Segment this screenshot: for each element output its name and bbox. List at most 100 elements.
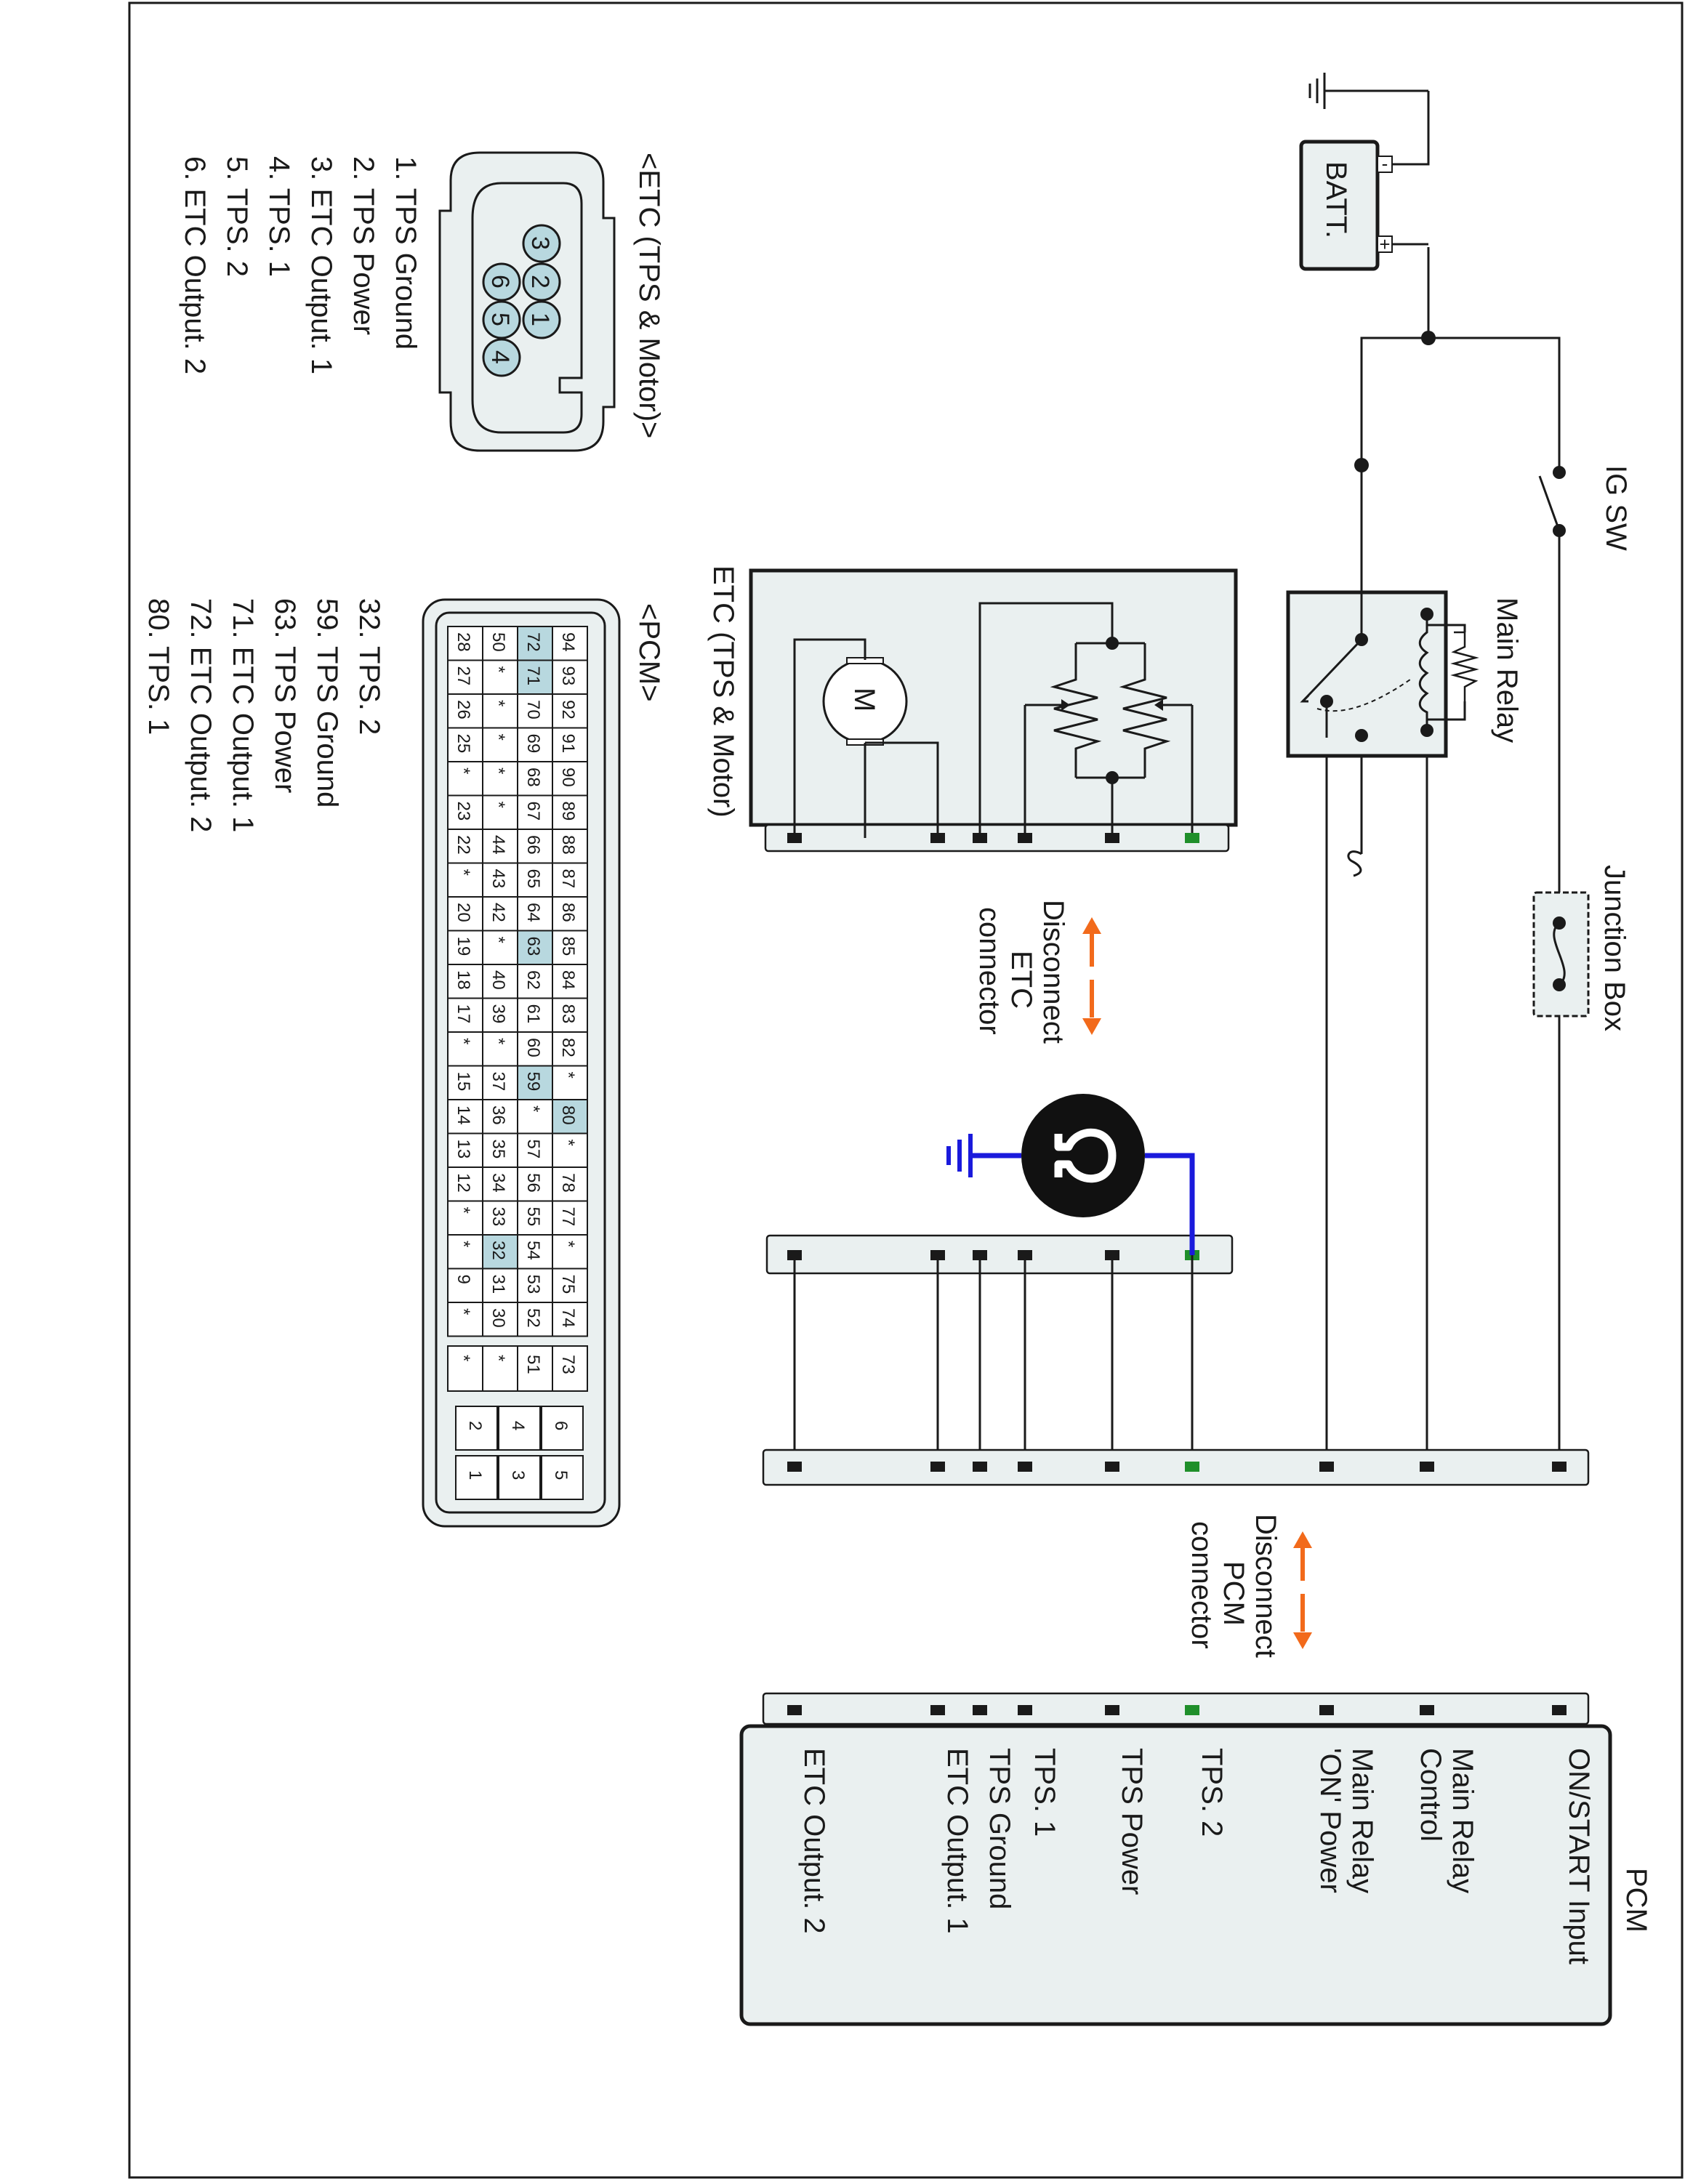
etc-cavity xyxy=(522,262,561,302)
pcm-connector-pin xyxy=(447,727,483,762)
pcm-pin xyxy=(1018,1705,1032,1715)
main-relay-label: Main Relay xyxy=(1491,597,1523,743)
etc-cavity-number: 4 xyxy=(486,350,514,364)
pcm-connector-pin-number: 19 xyxy=(454,937,473,956)
etc-legend-item: 2. TPS Power xyxy=(347,156,379,335)
etc-cavity-number: 1 xyxy=(526,313,554,326)
main-relay: Main Relay xyxy=(1286,465,1523,758)
pcm-connector-pin-number: 75 xyxy=(558,1275,578,1294)
pcm-connector-pin-number: 34 xyxy=(488,1173,508,1193)
page-frame xyxy=(128,1,1684,2179)
pcm-connector-pin-number: 53 xyxy=(523,1275,543,1294)
pcm-connector-pin-number: 13 xyxy=(454,1140,473,1159)
pcm-connector-pin-number: 43 xyxy=(488,869,508,889)
motor-label: M xyxy=(848,688,880,712)
pcm-terminal-label: 'ON' Power xyxy=(1314,1748,1346,1893)
pcm-connector-pin-number: 54 xyxy=(523,1241,543,1260)
etc-cavity-number: 3 xyxy=(526,236,554,250)
pcm-connector-pin xyxy=(447,1166,483,1202)
pcm-pin xyxy=(973,1705,987,1715)
pcm-connector-pin-number: 68 xyxy=(523,767,543,787)
pcm-connector-pin-number: 63 xyxy=(523,937,543,956)
pcm-connector-pin-number: * xyxy=(558,1241,578,1247)
pcm-connector-pin xyxy=(447,997,483,1033)
etc-cavity xyxy=(482,262,521,302)
pcm-connector-pin-number: * xyxy=(488,802,508,808)
pcm-connector-pin-number: 65 xyxy=(523,869,543,889)
pcm-connector-pin-number: 84 xyxy=(558,970,578,990)
disconnect-pcm-line3: connector xyxy=(1186,1521,1218,1649)
pcm-connector-pin-number: 22 xyxy=(454,835,473,855)
pcm-connector-pin-number: 4 xyxy=(508,1421,528,1430)
etc-connector-title: <ETC (TPS & Motor)> xyxy=(633,153,665,438)
pcm-connector-pin-number: 42 xyxy=(488,903,508,922)
pcm-connector-pin-number: 15 xyxy=(454,1072,473,1092)
pcm-connector-pin-number: 91 xyxy=(558,734,578,754)
pcm-connector-pin-number: * xyxy=(454,1308,473,1315)
junction-box: Junction Box xyxy=(1532,865,1630,1031)
etc-cavity xyxy=(522,224,561,263)
pcm-connector-pin xyxy=(455,1406,498,1451)
pcm-terminal-label: Main Relay xyxy=(1346,1748,1378,1893)
pcm-pin xyxy=(1105,1705,1119,1715)
pcm-connector-pin xyxy=(517,1234,553,1270)
pcm-connector-pin xyxy=(482,1031,518,1067)
pcm-legend-item: 72. ETC Output. 2 xyxy=(185,598,217,832)
pcm-connector-pin-number: 61 xyxy=(523,1004,543,1024)
pcm-connector-pin-number: 39 xyxy=(488,1004,508,1024)
pcm-connector-pin xyxy=(498,1406,541,1451)
pcm-connector-pin-number: 36 xyxy=(488,1105,508,1125)
pcm-connector-pin xyxy=(447,829,483,864)
pcm-connector-pin-number: 86 xyxy=(558,903,578,922)
ig-sw-label: IG SW xyxy=(1600,465,1632,551)
pcm-connector-pin-number: 89 xyxy=(558,802,578,821)
chassis-ground-icon xyxy=(1308,73,1428,109)
etc-cavity-number: 2 xyxy=(526,275,554,289)
pcm-legend-item: 80. TPS. 1 xyxy=(142,598,174,735)
pcm-connector-pin-number: * xyxy=(488,767,508,774)
pcm-terminal-label: TPS. 2 xyxy=(1196,1748,1228,1837)
pcm-connector-pin-number: * xyxy=(454,1241,473,1247)
battery-label: BATT. xyxy=(1320,161,1352,238)
pcm-connector-pin xyxy=(482,659,518,695)
pcm-connector-pin xyxy=(552,1031,588,1067)
pcm-pin xyxy=(930,1705,945,1715)
pcm-connector-pin-number: 85 xyxy=(558,937,578,956)
pcm-connector-pin xyxy=(482,727,518,762)
pcm-connector-pin-number: * xyxy=(488,734,508,741)
ohmmeter xyxy=(946,1094,1195,1255)
pcm-connector-pin xyxy=(447,1302,483,1337)
pcm-pin xyxy=(1552,1705,1567,1715)
pcm-connector-pin xyxy=(517,1099,553,1135)
pcm-connector-pin xyxy=(482,1200,518,1236)
pcm-connector-pin-number: 69 xyxy=(523,734,543,754)
etc-legend-item: 1. TPS Ground xyxy=(390,156,422,350)
pcm-connector-pin-number: * xyxy=(454,869,473,876)
pcm-connector-pin-number: 23 xyxy=(454,802,473,821)
pcm-connector-pin-number: * xyxy=(488,700,508,706)
pcm-connector-pin-number: * xyxy=(454,1038,473,1044)
pcm-connector-pin xyxy=(447,930,483,965)
pcm-terminal-label: ETC Output. 1 xyxy=(941,1748,973,1934)
pcm-connector-pin xyxy=(482,761,518,797)
pcm-connector-pin-number: 37 xyxy=(488,1072,508,1092)
pcm-connector-pin xyxy=(498,1455,541,1500)
pcm-connector-pin-number: 6 xyxy=(551,1421,571,1430)
etc-component-label: ETC (TPS & Motor) xyxy=(707,565,739,818)
battery-minus: - xyxy=(1382,153,1388,174)
battery: - + BATT. xyxy=(1299,91,1430,271)
pcm-label: PCM xyxy=(1620,1868,1652,1933)
pcm-connector-pin xyxy=(482,693,518,729)
etc-legend-item: 3. ETC Output. 1 xyxy=(305,156,337,374)
pcm-connector-pin-number: 62 xyxy=(523,970,543,990)
pcm-connector-pin xyxy=(447,1268,483,1303)
pcm-connector-pin-number: 64 xyxy=(523,903,543,922)
pcm-connector-pin-number: 2 xyxy=(465,1421,485,1430)
etc-cavity-number: 5 xyxy=(486,313,514,326)
pcm-connector-pin-number: 20 xyxy=(454,903,473,922)
pcm-connector-pin-number: * xyxy=(558,1072,578,1079)
pcm-connector-pin xyxy=(517,1132,553,1168)
pcm-connector-pin-number: * xyxy=(454,1207,473,1214)
